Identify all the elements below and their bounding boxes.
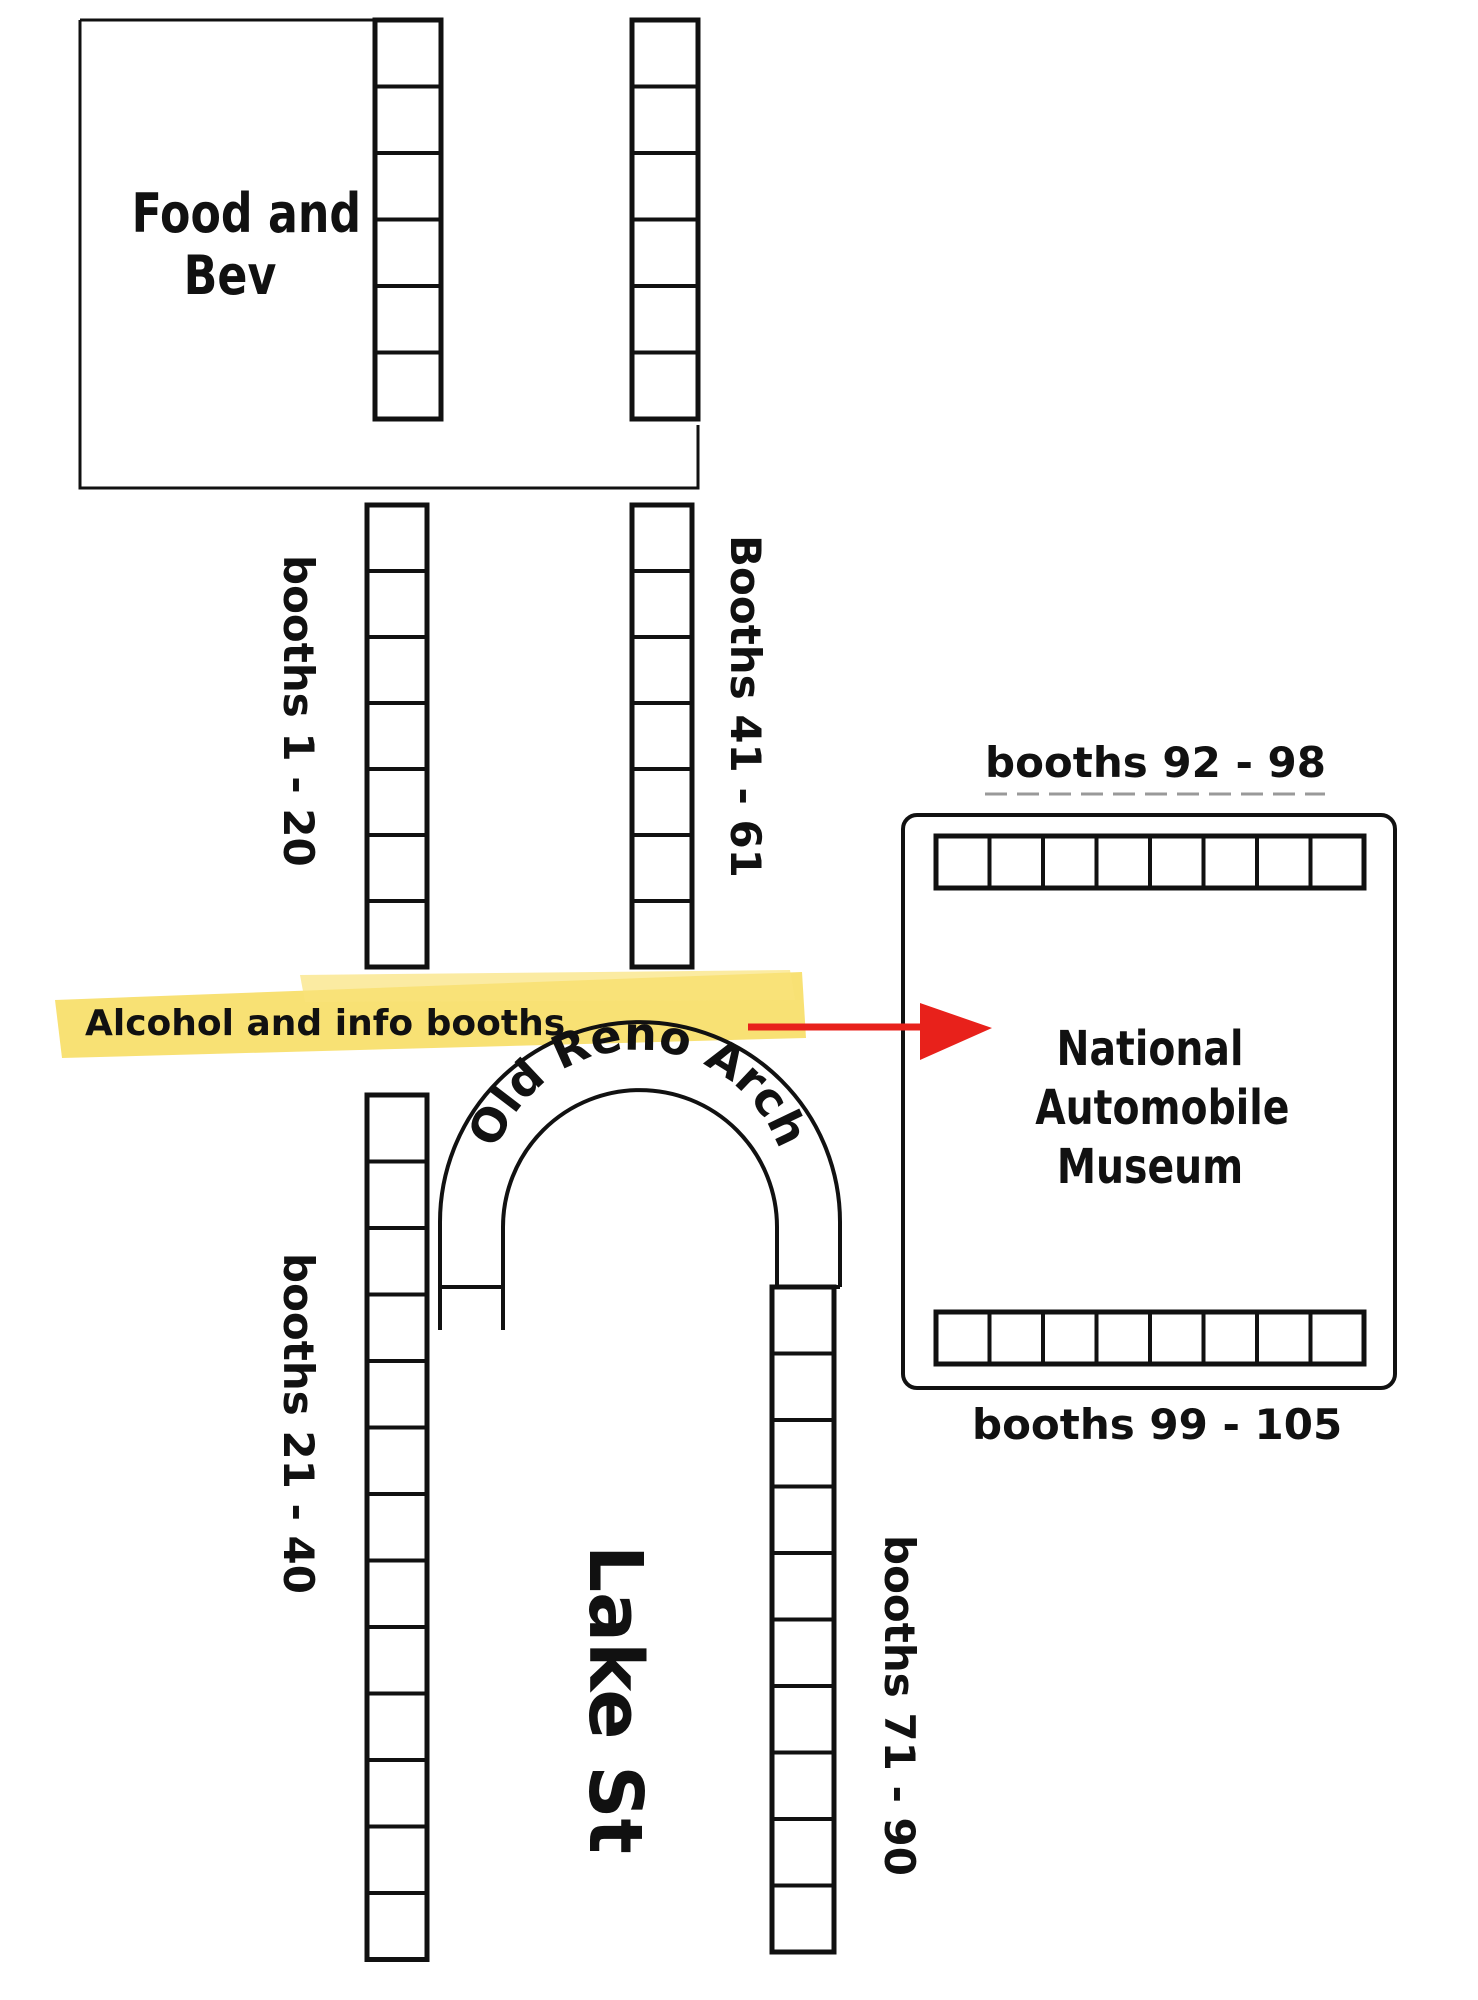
museum-line-2: Automobile	[1035, 1080, 1290, 1136]
booths-71-90-label: booths 71 - 90	[875, 1535, 924, 1876]
food-bev-line-1: Food and	[131, 182, 362, 245]
alcohol-info-label: Alcohol and info booths	[85, 1003, 566, 1044]
museum-booth-rows	[933, 833, 1367, 1367]
museum-line-3: Museum	[1056, 1139, 1244, 1195]
booth-columns	[364, 17, 837, 1962]
lake-st-label: Lake St	[572, 1545, 658, 1854]
booths-1-20-column-outline	[364, 502, 430, 970]
food-bev-label: Food and Bev	[131, 182, 362, 307]
booths-21-40-column-outline	[364, 1092, 430, 1962]
booths-41-61-label: Booths 41 - 61	[721, 535, 770, 878]
booths-41-61-column-outline	[629, 502, 695, 970]
booths-1-20-label: booths 1 - 20	[274, 555, 323, 867]
booths-92-98-row	[933, 833, 1367, 891]
booths-92-98-label: booths 92 - 98	[985, 738, 1326, 787]
food-bev-booths-left	[372, 17, 444, 422]
museum-label: National Automobile Museum	[1035, 1020, 1290, 1197]
museum-line-1: National	[1056, 1021, 1244, 1077]
red-arrow	[748, 1003, 992, 1060]
booths-99-105-row	[933, 1309, 1367, 1367]
booths-41-61-column	[629, 502, 695, 970]
booths-1-20-column	[364, 502, 430, 970]
food-bev-area	[78, 18, 700, 490]
old-reno-arch: Old Reno Arch	[438, 1007, 842, 1330]
booths-99-105-label: booths 99 - 105	[972, 1400, 1343, 1449]
booths-71-90-column	[769, 1284, 837, 1955]
food-bev-line-2: Bev	[183, 244, 277, 307]
museum-building	[901, 813, 1397, 1390]
booths-21-40-column	[364, 1092, 430, 1962]
alcohol-info-highlight	[55, 970, 806, 1058]
food-bev-booths-right	[629, 17, 701, 422]
booths-21-40-label: booths 21 - 40	[274, 1253, 323, 1594]
